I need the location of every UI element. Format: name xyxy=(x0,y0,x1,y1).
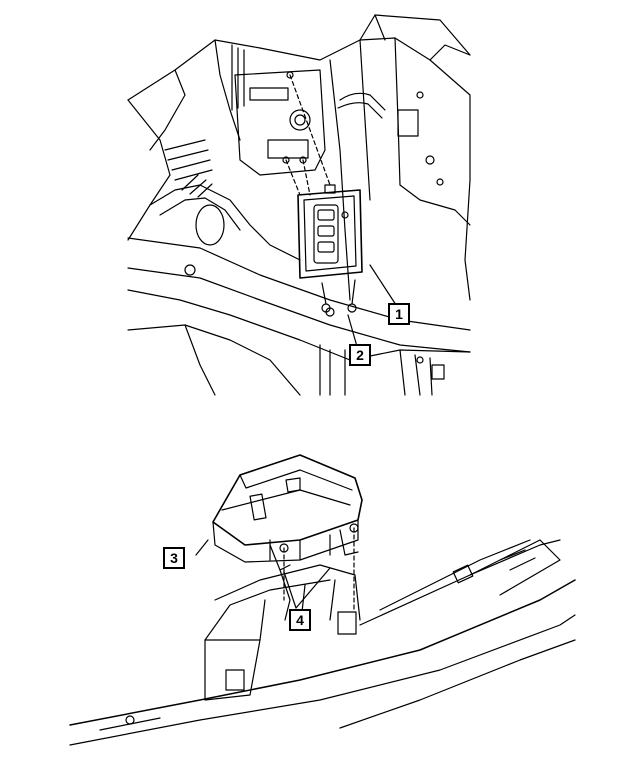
module-nuts xyxy=(282,71,357,313)
control-module xyxy=(297,184,363,279)
upper-view-engine-compartment xyxy=(127,14,471,396)
callout-2: 2 xyxy=(349,344,371,366)
lower-view-fuse-box xyxy=(69,454,576,746)
callout-3: 3 xyxy=(163,547,185,569)
module-bolts xyxy=(285,74,331,196)
callout-4: 4 xyxy=(289,609,311,631)
callout-1: 1 xyxy=(388,303,410,325)
